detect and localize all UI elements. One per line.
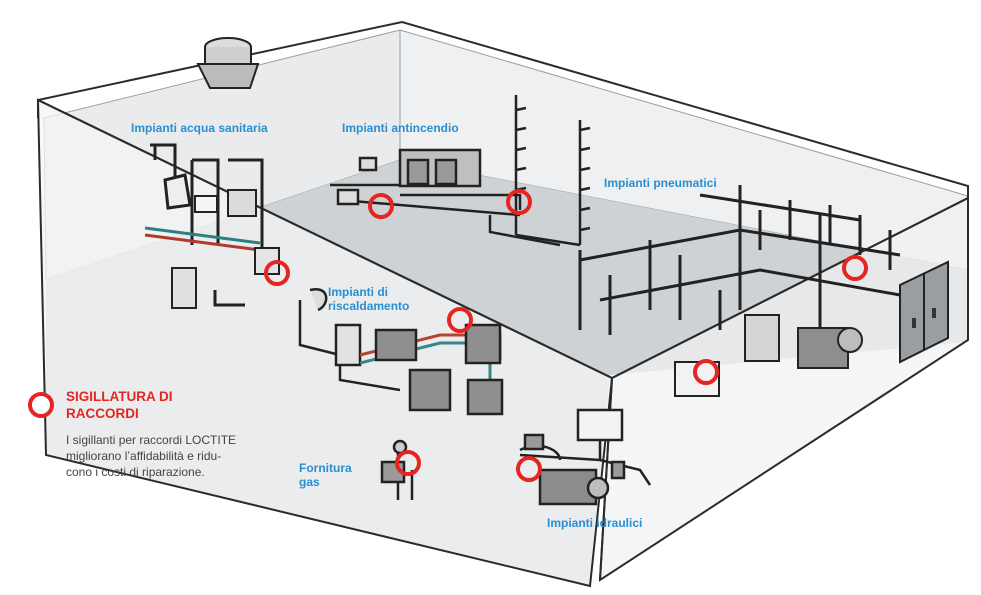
label-sanitary-water: Impianti acqua sanitaria: [131, 121, 268, 135]
legend-title-line2: RACCORDI: [66, 406, 139, 421]
roof-vent: [196, 37, 260, 89]
hydraulic-system: [519, 408, 652, 506]
legend-text-line2: migliorano l’affidabilità e ridu-: [66, 449, 222, 463]
heating-system: [298, 287, 504, 416]
marker-fire-left: [368, 193, 394, 219]
marker-heating: [447, 307, 473, 333]
legend-text-line3: cono i costi di riparazione.: [66, 465, 205, 479]
label-heating-line2: riscaldamento: [328, 299, 410, 313]
marker-hydraulic: [516, 456, 542, 482]
sanitary-water-system: [144, 143, 280, 309]
label-heating-line1: Impianti di: [328, 285, 388, 299]
roof-ridge: [37, 20, 969, 198]
pneumatic-system: [578, 185, 901, 397]
marker-pneumatic-bottom: [693, 359, 719, 385]
side-door: [899, 260, 949, 364]
roof-eave-left: [37, 99, 613, 379]
label-gas-line2: gas: [299, 475, 320, 489]
legend-description: I sigillanti per raccordi LOCTITE miglio…: [66, 432, 266, 480]
label-hydraulic: Impianti idraulici: [547, 516, 643, 530]
label-fire-protection: Impianti antincendio: [342, 121, 459, 135]
marker-sanitary: [264, 260, 290, 286]
legend-title-line1: SIGILLATURA DI: [66, 389, 173, 404]
roof-eave-right: [611, 197, 969, 379]
sealing-markers: [264, 189, 868, 482]
label-heating: Impianti di riscaldamento: [328, 285, 409, 313]
label-gas-line1: Fornitura: [299, 461, 352, 475]
marker-pneumatic-right: [842, 255, 868, 281]
legend-ring-icon: [28, 392, 54, 418]
marker-fire-right: [506, 189, 532, 215]
legend-text-line1: I sigillanti per raccordi LOCTITE: [66, 433, 237, 447]
label-gas-supply: Fornitura gas: [299, 461, 352, 489]
label-pneumatic: Impianti pneumatici: [604, 176, 717, 190]
marker-gas: [395, 450, 421, 476]
legend-title: SIGILLATURA DI RACCORDI: [66, 388, 246, 422]
